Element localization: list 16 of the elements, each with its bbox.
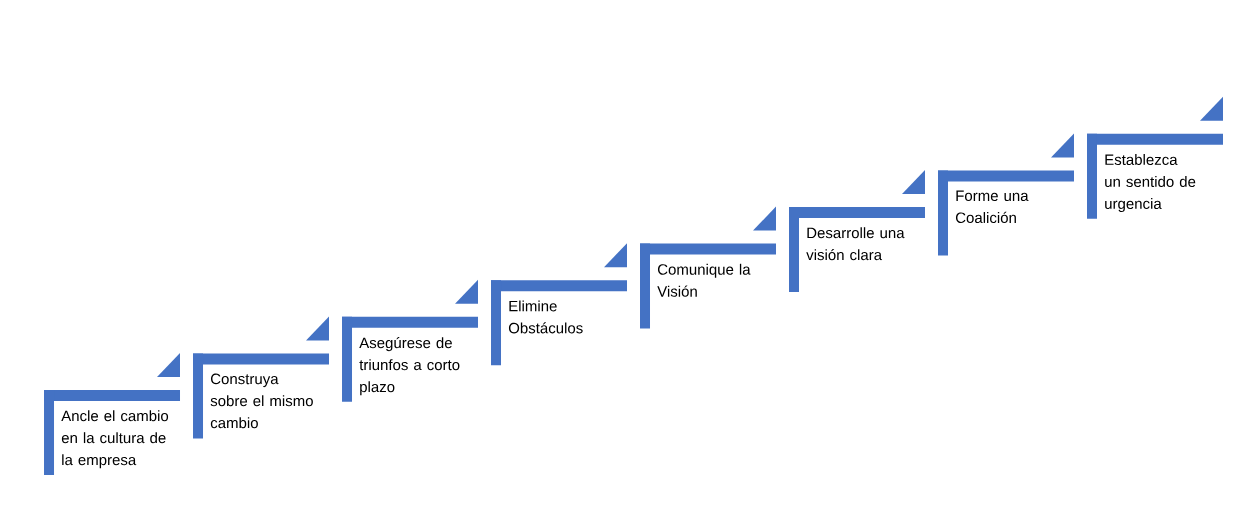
stair-step: Asegúrese de triunfos a corto plazo [342, 279, 478, 402]
node-label: Ancle el cambio en la cultura de la empresa [61, 410, 169, 469]
stair-step: Comunique la Visión [640, 206, 776, 329]
node-label: Desarrolle una visión clara [806, 227, 905, 261]
node-label: Establezca un sentido de urgencia [1105, 154, 1196, 212]
node-label: Forme una Coalición [955, 190, 1029, 224]
stair-step: Construya sobre el mismo cambio [193, 316, 329, 439]
node-label: Elimine Obstáculos [508, 300, 583, 334]
node-label: Asegúrese de triunfos a corto plazo [359, 337, 460, 396]
stair-step: Establezca un sentido de urgencia [1087, 96, 1223, 219]
stair-step: Ancle el cambio en la cultura de la empresa [44, 353, 180, 475]
node-label: Construya sobre el mismo cambio [210, 373, 313, 429]
stair-step: Forme una Coalición [938, 133, 1074, 256]
stair-step: Elimine Obstáculos [491, 243, 627, 366]
stair-step: Desarrolle una visión clara [789, 170, 925, 292]
node-label: Comunique la Visión [657, 263, 751, 297]
